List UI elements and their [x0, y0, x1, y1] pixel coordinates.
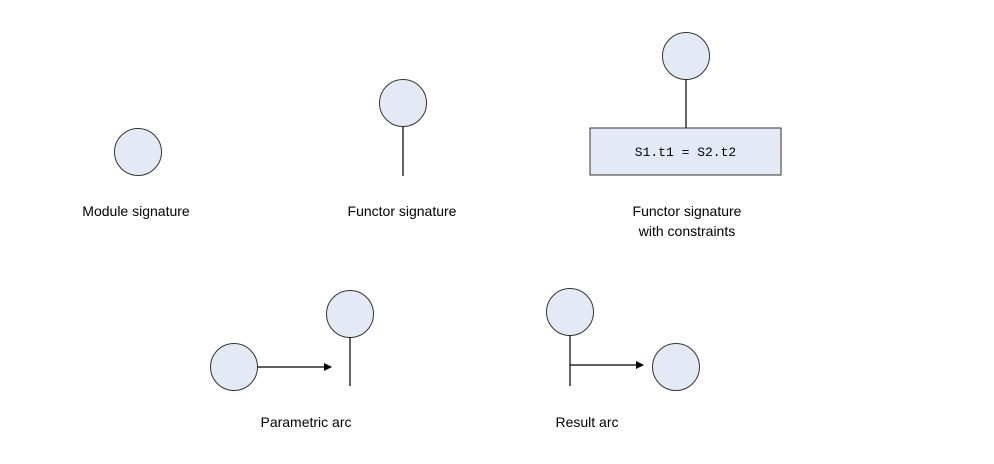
functor-constraints-caption-line2: with constraints [638, 223, 735, 239]
module-signature-caption: Module signature [82, 203, 190, 219]
result-target-node [652, 343, 700, 391]
constrained-functor-node [662, 32, 710, 80]
constraint-box [589, 127, 782, 176]
result-functor-node [546, 288, 594, 336]
functor-signature-caption: Functor signature [348, 203, 457, 219]
functor-signature-example: Functor signature [348, 79, 457, 219]
parametric-functor-node [326, 290, 374, 338]
parametric-source-node [210, 343, 258, 391]
functor-constraints-caption-line1: Functor signature [633, 203, 742, 219]
functor-node [379, 79, 427, 127]
module-signature-example: Module signature [82, 128, 190, 219]
result-arc-example: Result arc [546, 288, 700, 430]
module-node [114, 128, 162, 176]
functor-constraints-example: S1.t1 = S2.t2 Functor signature with con… [589, 32, 782, 239]
result-arc-caption: Result arc [555, 414, 618, 430]
constraint-text: S1.t1 = S2.t2 [635, 145, 736, 160]
parametric-arc-caption: Parametric arc [260, 414, 351, 430]
parametric-arc-example: Parametric arc [210, 290, 374, 430]
